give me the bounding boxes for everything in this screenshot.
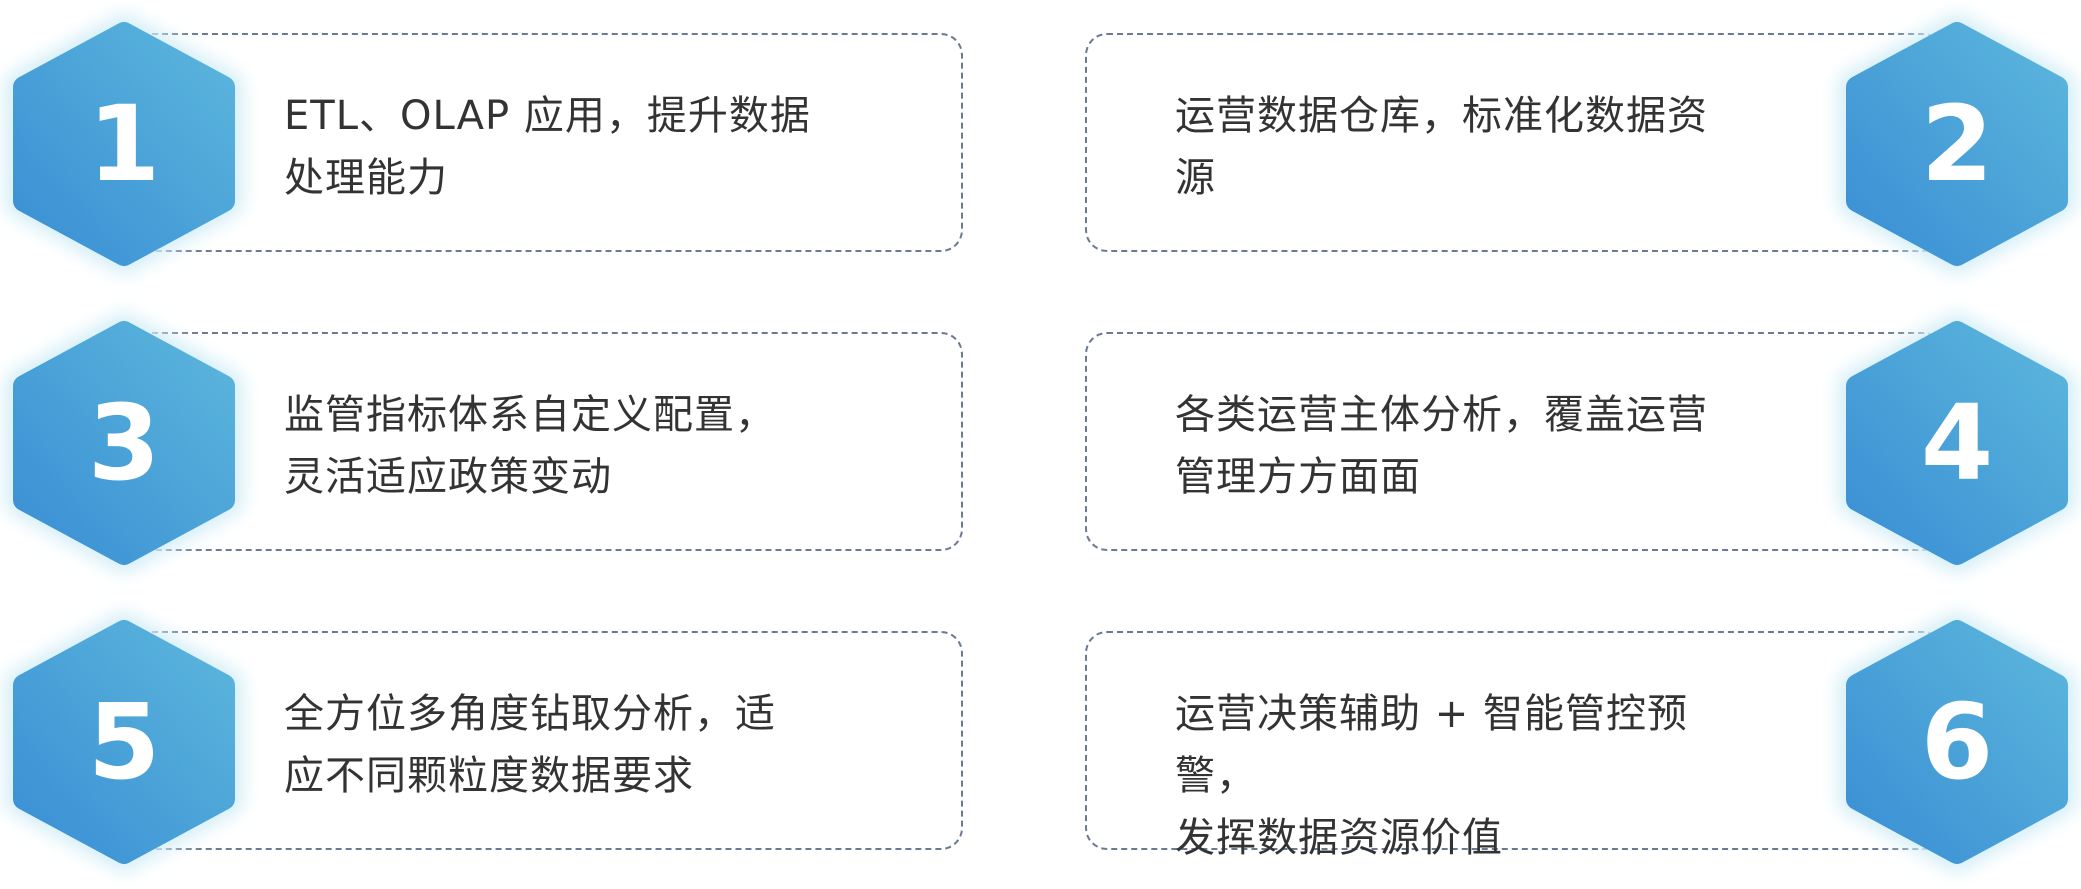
feature-text: 运营数据仓库，标准化数据资源: [1175, 85, 1755, 209]
hexagon-badge-4: 4: [1837, 312, 2077, 574]
hexagon-icon: [5, 313, 243, 573]
feature-card-4: 各类运营主体分析，覆盖运营管理方方面面: [1085, 332, 1945, 551]
feature-card-3: 监管指标体系自定义配置， 灵活适应政策变动: [100, 332, 963, 551]
hexagon-badge-6: 6: [1837, 611, 2077, 873]
feature-text-line1: 运营决策辅助 + 智能管控预警，: [1175, 691, 1688, 799]
feature-card-5: 全方位多角度钻取分析，适应不同颗粒度数据要求: [100, 631, 963, 850]
feature-text-line2: 处理能力: [284, 155, 448, 201]
feature-text: 监管指标体系自定义配置， 灵活适应政策变动: [284, 384, 864, 508]
feature-text: 全方位多角度钻取分析，适应不同颗粒度数据要求: [284, 683, 864, 807]
feature-text-line1: 监管指标体系自定义配置，: [284, 392, 776, 438]
feature-text-line1: 全方位多角度钻取分析，适: [284, 691, 776, 737]
hexagon-icon: [1838, 14, 2076, 274]
badge-number: 5: [87, 681, 161, 803]
feature-text-line2: 应不同颗粒度数据要求: [284, 753, 694, 799]
badge-number: 3: [87, 382, 161, 504]
hexagon-icon: [1838, 313, 2076, 573]
feature-text-line2: 源: [1175, 155, 1216, 201]
feature-text-line2: 发挥数据资源价值: [1175, 815, 1503, 861]
feature-text-line1: ETL、OLAP 应用，提升数据: [284, 93, 811, 139]
badge-number: 4: [1920, 382, 1994, 504]
badge-number: 2: [1920, 83, 1994, 205]
feature-text-line2: 灵活适应政策变动: [284, 454, 612, 500]
badge-number: 6: [1920, 681, 1994, 803]
hexagon-badge-3: 3: [4, 312, 244, 574]
feature-card-2: 运营数据仓库，标准化数据资源: [1085, 33, 1945, 252]
feature-text: ETL、OLAP 应用，提升数据处理能力: [284, 85, 864, 209]
feature-text-line1: 各类运营主体分析，覆盖运营: [1175, 392, 1708, 438]
hexagon-icon: [5, 14, 243, 274]
feature-text: 运营决策辅助 + 智能管控预警， 发挥数据资源价值: [1175, 683, 1755, 869]
hexagon-badge-1: 1: [4, 13, 244, 275]
hexagon-icon: [5, 612, 243, 872]
hexagon-badge-5: 5: [4, 611, 244, 873]
feature-card-1: ETL、OLAP 应用，提升数据处理能力: [100, 33, 963, 252]
feature-card-6: 运营决策辅助 + 智能管控预警， 发挥数据资源价值: [1085, 631, 1945, 861]
badge-number: 1: [87, 83, 161, 205]
feature-text: 各类运营主体分析，覆盖运营管理方方面面: [1175, 384, 1755, 508]
feature-text-line2: 管理方方面面: [1175, 454, 1421, 500]
hexagon-badge-2: 2: [1837, 13, 2077, 275]
feature-text-line1: 运营数据仓库，标准化数据资: [1175, 93, 1708, 139]
hexagon-icon: [1838, 612, 2076, 872]
